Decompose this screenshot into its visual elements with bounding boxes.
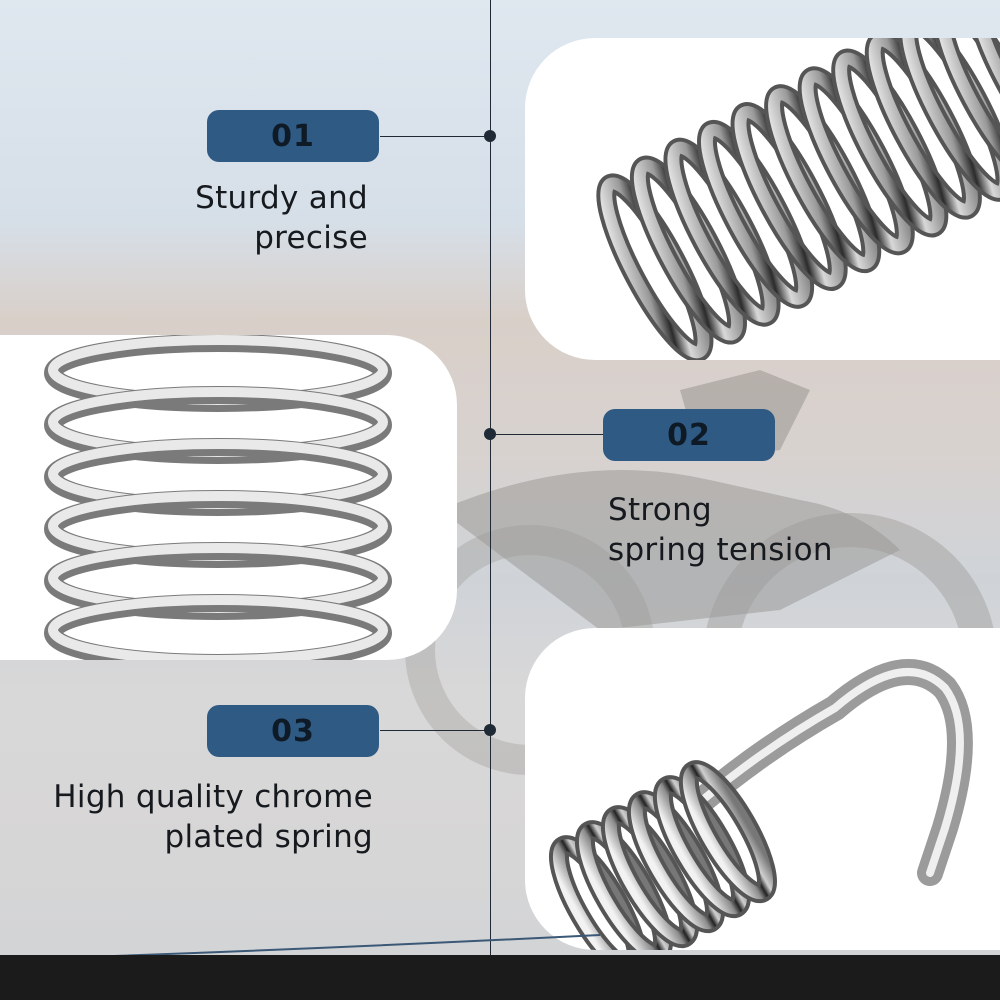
spring-closeup-panel-1 bbox=[525, 38, 1000, 360]
timeline-vertical-line bbox=[490, 0, 491, 1000]
feature-number-badge-01: 01 bbox=[207, 110, 379, 162]
spring-coil-ring bbox=[667, 141, 777, 323]
spring-hook-image bbox=[548, 659, 973, 950]
feature-caption-01-line-1: Sturdy and bbox=[195, 180, 368, 216]
feature-number-badge-03: 03 bbox=[207, 705, 379, 757]
feature-number-02: 02 bbox=[667, 417, 711, 453]
feature-number-badge-02: 02 bbox=[603, 409, 775, 461]
feature-caption-01-line-2: precise bbox=[254, 220, 368, 256]
connector-line-01 bbox=[380, 136, 490, 137]
connector-line-02 bbox=[490, 434, 604, 435]
spring-coil-ring bbox=[835, 52, 945, 234]
spring-coil-ring bbox=[801, 70, 911, 252]
feature-number-01: 01 bbox=[271, 118, 315, 154]
spring-coil-panel-2 bbox=[0, 335, 457, 660]
feature-caption-02: Strong spring tension bbox=[608, 490, 833, 570]
spring-coil-ring bbox=[600, 177, 710, 359]
spring-coil-ring bbox=[768, 88, 878, 270]
bottom-dark-band bbox=[0, 955, 1000, 1000]
spring-coil-ring bbox=[633, 159, 744, 341]
feature-caption-01: Sturdy and precise bbox=[195, 178, 368, 258]
spring-coil-ring bbox=[935, 38, 1000, 180]
feature-caption-02-line-1: Strong bbox=[608, 492, 712, 528]
spring-coil-image-2 bbox=[44, 335, 392, 660]
spring-coil-image-1 bbox=[596, 38, 1000, 360]
timeline-dot-01 bbox=[484, 130, 496, 142]
timeline-dot-03 bbox=[484, 724, 496, 736]
feature-caption-02-line-2: spring tension bbox=[608, 532, 833, 568]
spring-hook-panel-3 bbox=[525, 628, 1000, 950]
spring-coil-ring bbox=[734, 105, 844, 288]
connector-line-03 bbox=[380, 730, 490, 731]
feature-number-03: 03 bbox=[271, 713, 315, 749]
spring-coil-ring bbox=[700, 123, 811, 305]
spring-coil-ring bbox=[682, 764, 773, 900]
timeline-dot-02 bbox=[484, 428, 496, 440]
feature-caption-03-line-1: High quality chrome bbox=[53, 779, 373, 815]
spring-coil-ring bbox=[48, 595, 388, 660]
feature-caption-03: High quality chrome plated spring bbox=[53, 777, 373, 857]
feature-caption-03-line-2: plated spring bbox=[164, 819, 373, 855]
